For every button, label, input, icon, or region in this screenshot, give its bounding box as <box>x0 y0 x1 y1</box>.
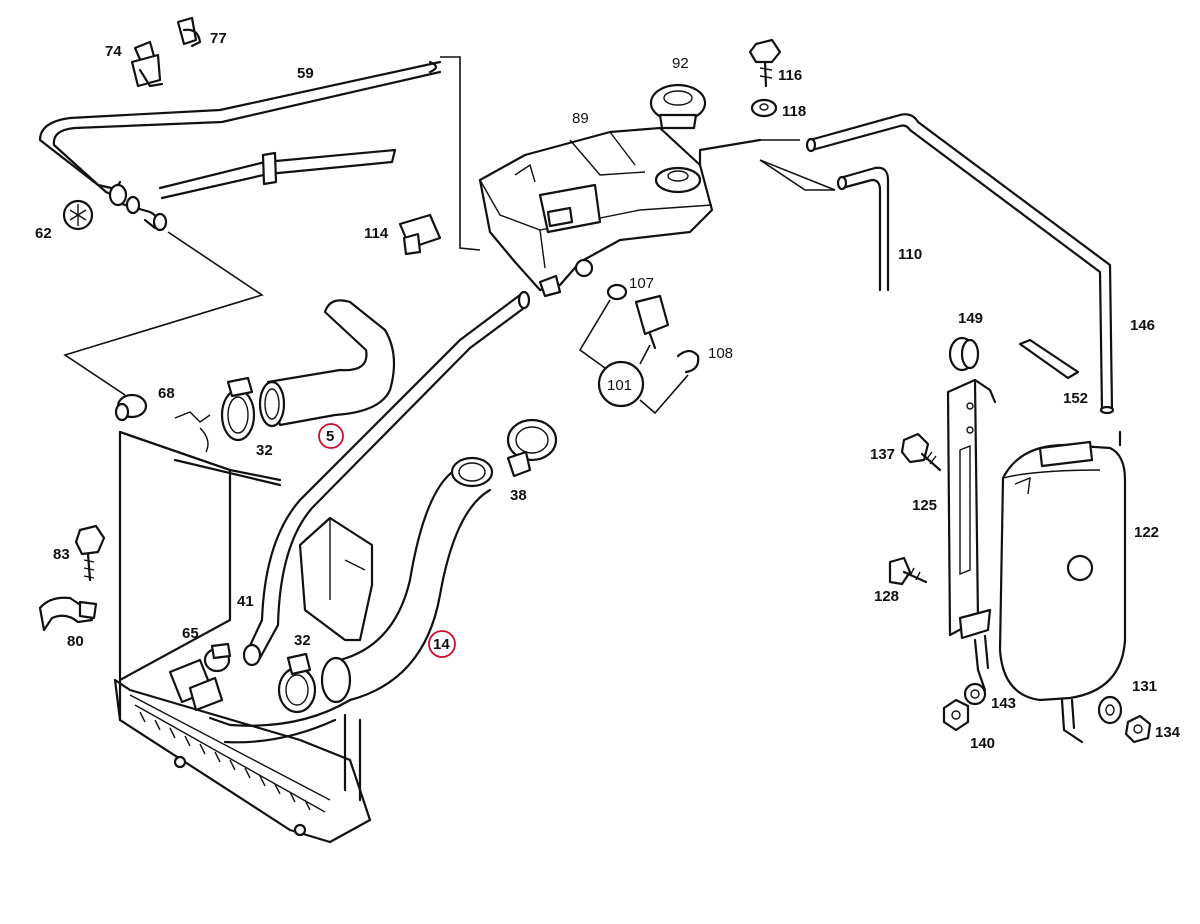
callout-41: 41 <box>237 593 254 610</box>
washer-tank <box>998 430 1127 744</box>
clip-77 <box>176 16 202 48</box>
leader-110-tree <box>759 139 836 191</box>
highlight-ring-5 <box>318 423 344 449</box>
callout-5: 5 <box>326 428 334 445</box>
hose-41 <box>242 290 531 667</box>
callout-140: 140 <box>970 735 995 752</box>
callout-118: 118 <box>782 103 806 120</box>
hose-59 <box>38 60 442 232</box>
clamp-65 <box>203 642 232 673</box>
callout-149: 149 <box>958 310 983 327</box>
callout-32-upper: 32 <box>256 442 273 459</box>
callout-131: 131 <box>1132 678 1157 695</box>
shroud-bracket <box>298 516 374 642</box>
nut-140 <box>942 698 970 732</box>
strip-152 <box>1018 338 1080 380</box>
callout-92: 92 <box>672 55 689 72</box>
bracket-114 <box>398 213 442 256</box>
callout-89: 89 <box>572 110 589 127</box>
callout-101: 101 <box>607 377 632 394</box>
clamp-32-lower <box>277 652 317 714</box>
bolt-116 <box>748 38 782 88</box>
callout-122: 122 <box>1134 524 1159 541</box>
callout-labels: 74 77 59 62 68 32 5 89 92 116 118 114 10… <box>35 30 1181 752</box>
callout-68: 68 <box>158 385 175 402</box>
callout-14: 14 <box>433 636 450 653</box>
callout-77: 77 <box>210 30 227 47</box>
clamp-32-upper <box>174 376 256 453</box>
callout-137: 137 <box>870 446 895 463</box>
bolt-137 <box>900 432 942 472</box>
washer-118 <box>750 98 778 118</box>
washer-131 <box>1097 695 1123 725</box>
callout-110: 110 <box>898 246 922 263</box>
highlight-ring-14 <box>428 630 456 658</box>
clip-80 <box>38 596 98 632</box>
nut-134 <box>1124 714 1152 744</box>
expansion-tank <box>478 126 762 298</box>
bolt-128 <box>888 556 928 586</box>
clamp-38 <box>506 418 558 478</box>
cap-92 <box>649 83 707 130</box>
callout-152: 152 <box>1063 390 1088 407</box>
callout-62: 62 <box>35 225 52 242</box>
bolt-83 <box>74 524 106 582</box>
callout-108: 108 <box>708 345 733 362</box>
washer-143 <box>963 682 987 706</box>
callout-65: 65 <box>182 625 199 642</box>
hose-5 <box>258 299 396 428</box>
callout-125: 125 <box>912 497 937 514</box>
clip-74 <box>130 40 164 88</box>
grommet-149 <box>948 336 980 372</box>
clamp-68 <box>114 393 148 422</box>
callout-146: 146 <box>1130 317 1155 334</box>
callout-143: 143 <box>991 695 1016 712</box>
callout-32-lower: 32 <box>294 632 311 649</box>
leader-59 <box>440 56 481 251</box>
callout-59: 59 <box>297 65 314 82</box>
bracket-125 <box>946 378 997 692</box>
leader-59b <box>63 231 264 396</box>
hose-146 <box>805 113 1115 415</box>
callout-114: 114 <box>364 225 389 242</box>
radiator <box>113 430 372 844</box>
callout-107: 107 <box>629 275 654 292</box>
callout-80: 80 <box>67 633 84 650</box>
callout-83: 83 <box>53 546 70 563</box>
hose-110 <box>836 166 890 292</box>
sensor-group <box>578 283 700 415</box>
hose-14 <box>208 456 494 744</box>
callout-74: 74 <box>105 43 122 60</box>
callout-116: 116 <box>778 67 802 84</box>
callout-38: 38 <box>510 487 527 504</box>
callout-128: 128 <box>874 588 899 605</box>
callout-134: 134 <box>1155 724 1181 741</box>
clamp-62 <box>62 199 94 231</box>
